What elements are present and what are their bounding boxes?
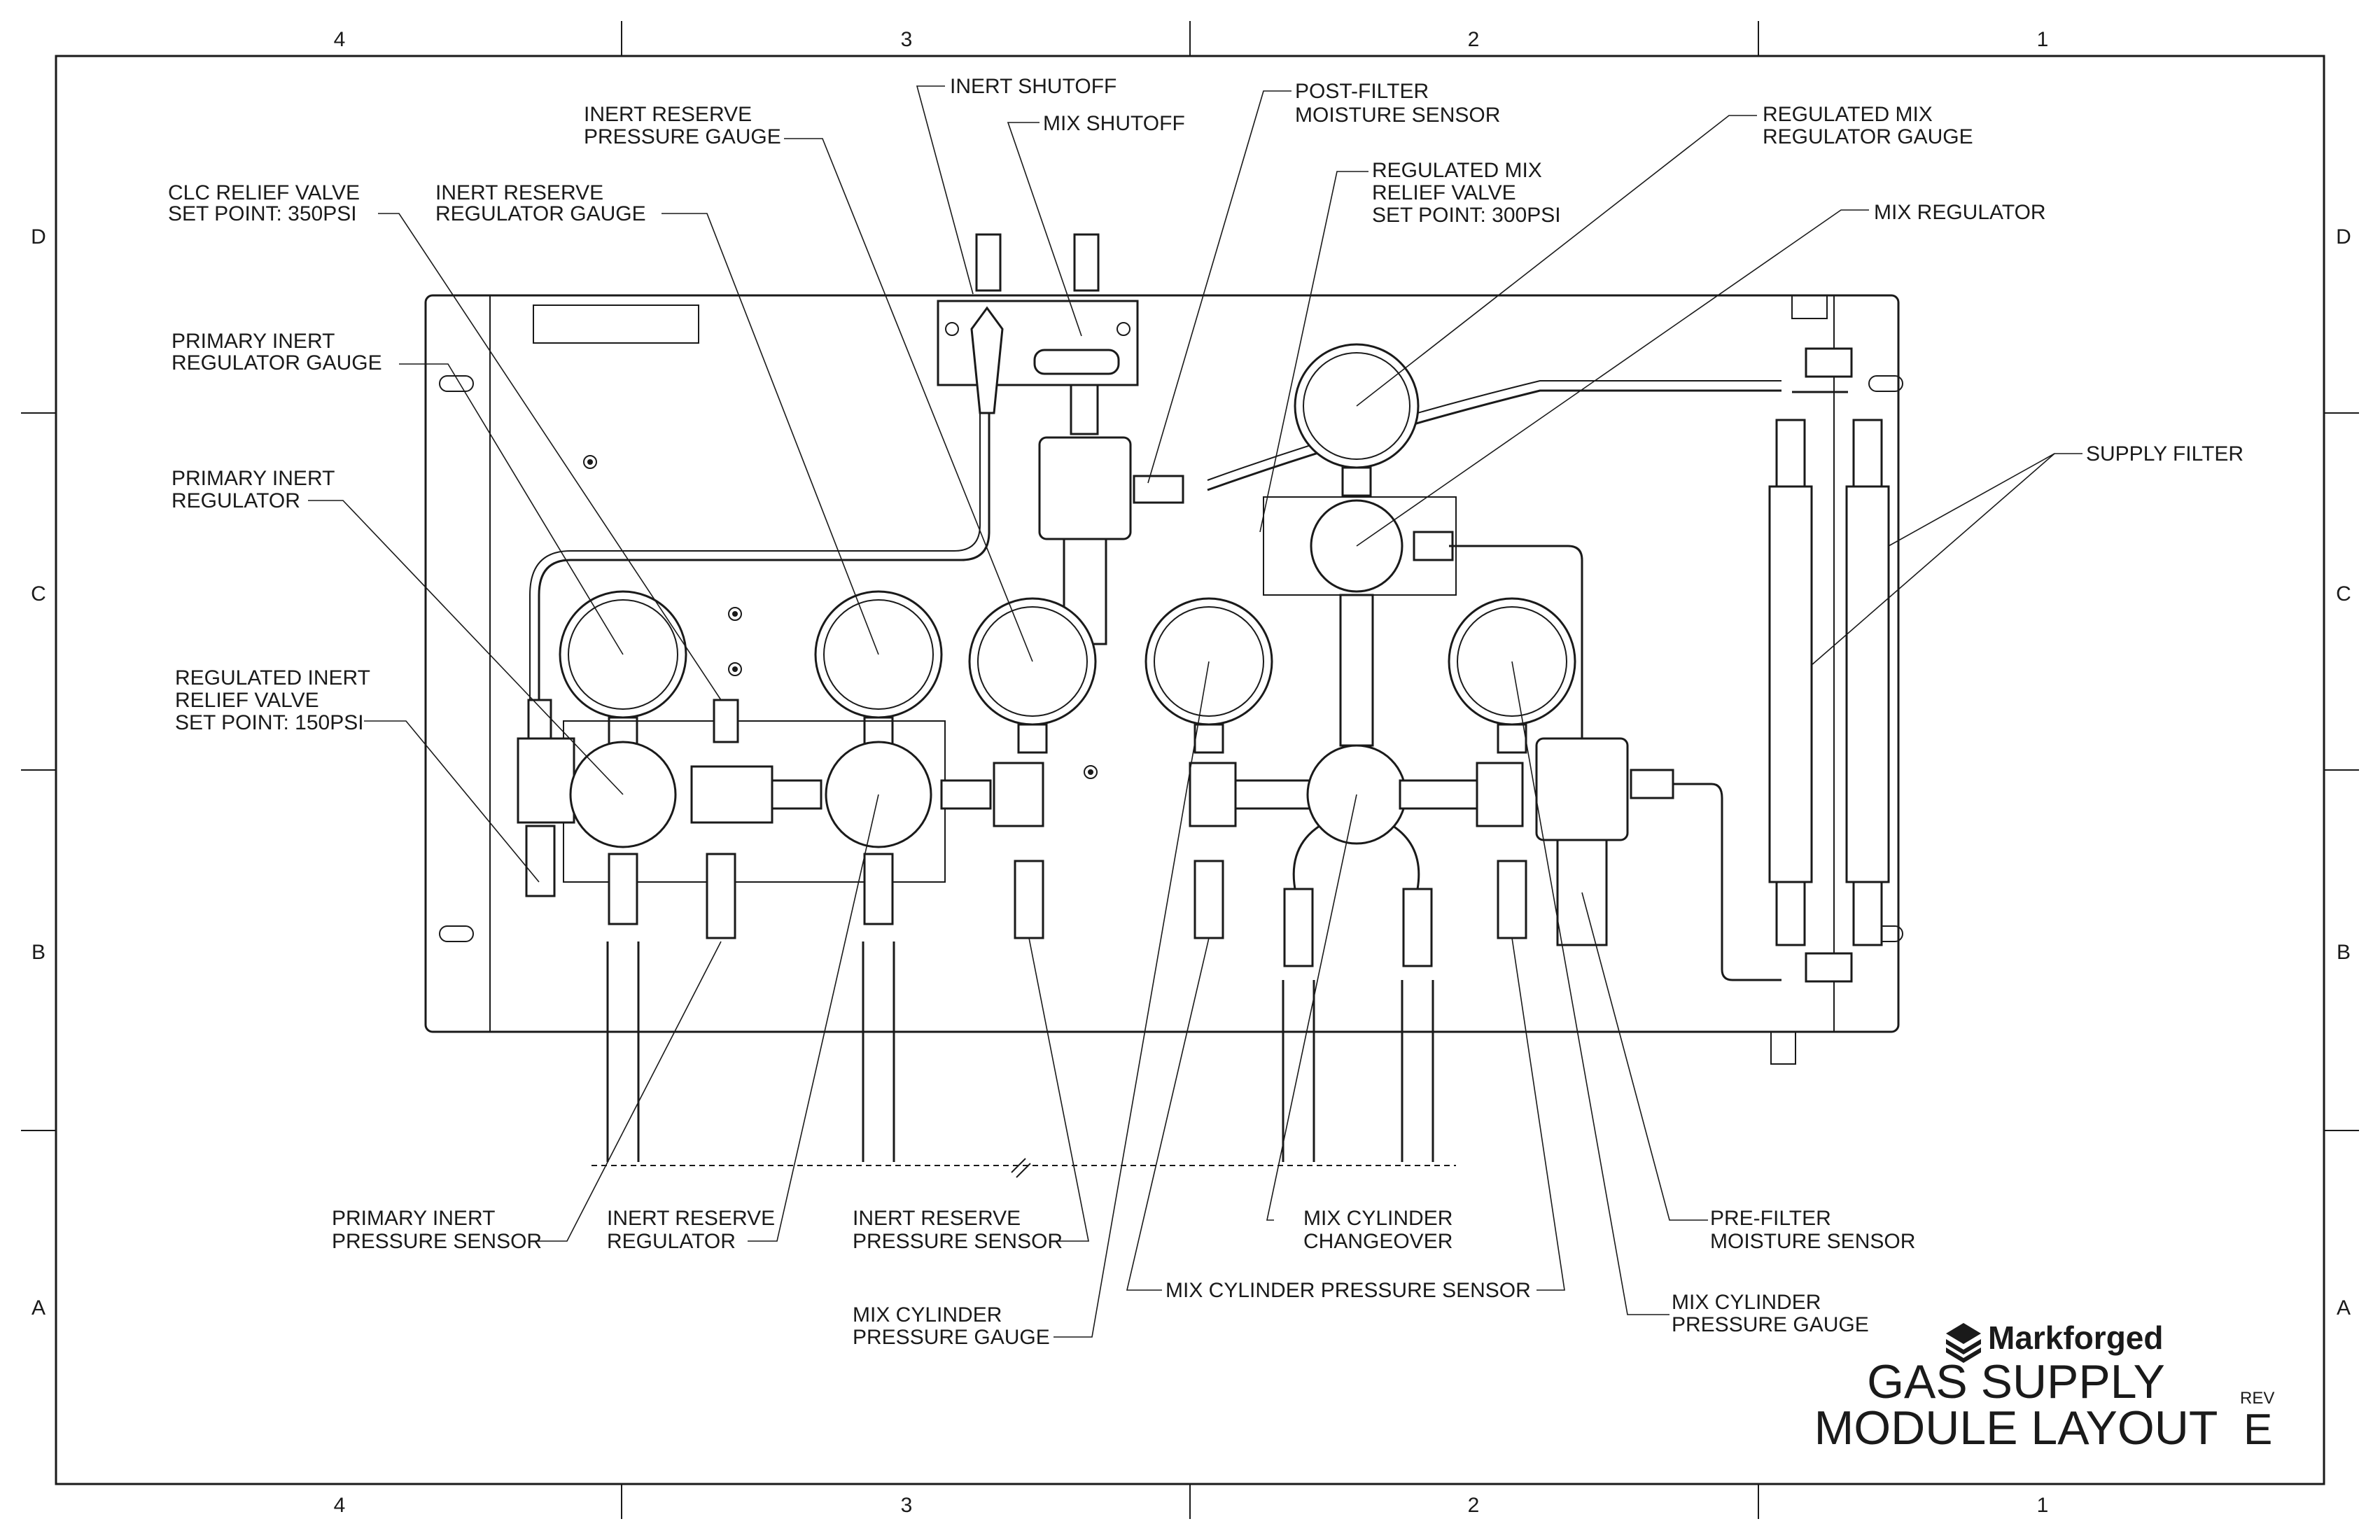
zone-row-label: B — [2337, 941, 2351, 964]
callout-inert-reserve-regulator-line2: REGULATOR — [607, 1230, 736, 1253]
callout-regulated-inert-relief-line3: SET POINT: 150PSI — [175, 711, 364, 734]
callout-regulated-inert-relief-line2: RELIEF VALVE — [175, 689, 319, 712]
callout-regulated-mix-relief-line1: REGULATED MIX — [1372, 159, 1542, 182]
callout-inert-shutoff: INERT SHUTOFF — [950, 75, 1116, 98]
callout-primary-inert-regulator-line2: REGULATOR — [172, 489, 300, 512]
inert-tubing — [529, 406, 990, 700]
callout-primary-inert-regulator-line1: PRIMARY INERT — [172, 467, 335, 490]
callout-supply-filter: SUPPLY FILTER — [2086, 442, 2244, 465]
callout-regulated-mix-relief-line2: RELIEF VALVE — [1372, 181, 1516, 204]
zone-row-label: B — [31, 941, 46, 964]
callout-pre-filter-moisture-line2: MOISTURE SENSOR — [1710, 1230, 1915, 1253]
callout-mix-cylinder-pressure-gauge-right-line1: MIX CYLINDER — [1672, 1291, 1821, 1314]
zone-row-label: C — [31, 582, 46, 606]
callout-post-filter-moisture-line2: MOISTURE SENSOR — [1295, 104, 1500, 127]
zone-col-label: 2 — [1468, 1494, 1480, 1517]
callout-regulated-mix-regulator-gauge-line2: REGULATOR GAUGE — [1763, 125, 1973, 148]
callout-mix-cylinder-pressure-sensor: MIX CYLINDER PRESSURE SENSOR — [1166, 1279, 1531, 1302]
inert-reserve-regulator-gauge — [814, 590, 943, 747]
callout-inert-reserve-pressure-sensor-line2: PRESSURE SENSOR — [853, 1230, 1063, 1253]
mix-cylinder-pressure-gauge-left — [1144, 597, 1273, 754]
callout-mix-cylinder-changeover-line2: CHANGEOVER — [1303, 1230, 1452, 1253]
zone-col-label: 4 — [334, 28, 346, 51]
callout-inert-reserve-regulator-gauge-line2: REGULATOR GAUGE — [435, 202, 646, 225]
callout-inert-reserve-pressure-sensor-line1: INERT RESERVE — [853, 1207, 1021, 1230]
inert-reserve-pressure-gauge — [968, 597, 1097, 754]
mounting-panel — [424, 294, 1903, 1065]
zone-row-label: D — [2336, 225, 2351, 248]
zone-col-label: 2 — [1468, 28, 1480, 51]
leader-lines — [308, 85, 2082, 1338]
zone-row-label: A — [2337, 1296, 2351, 1320]
zone-col-label: 4 — [334, 1494, 346, 1517]
drawing-title-line2: MODULE LAYOUT — [1814, 1401, 2218, 1455]
callout-mix-cylinder-pressure-gauge-right-line2: PRESSURE GAUGE — [1672, 1313, 1869, 1336]
callout-clc-relief-line1: CLC RELIEF VALVE — [168, 181, 360, 204]
inert-regulators — [517, 699, 1044, 897]
callout-mix-cylinder-pressure-gauge-left-line1: MIX CYLINDER — [853, 1303, 1002, 1326]
shutoff-valve-assembly — [937, 233, 1139, 435]
drawing-frame — [21, 21, 2359, 1519]
markforged-logo-icon — [1946, 1323, 1981, 1363]
callout-regulated-mix-regulator-gauge-line1: REGULATED MIX — [1763, 103, 1933, 126]
callout-primary-inert-regulator-gauge-line1: PRIMARY INERT — [172, 330, 335, 353]
primary-inert-regulator-gauge — [559, 590, 687, 747]
zone-col-label: 1 — [2037, 1494, 2049, 1517]
zone-row-label: D — [31, 225, 46, 248]
callout-labels: CLC RELIEF VALVE SET POINT: 350PSI INERT… — [168, 75, 2244, 1349]
callout-inert-reserve-pressure-gauge-line1: INERT RESERVE — [584, 103, 752, 126]
drawing-title-line1: GAS SUPPLY — [1867, 1355, 2165, 1408]
callout-mix-cylinder-changeover-line1: MIX CYLINDER — [1303, 1207, 1452, 1230]
callout-primary-inert-pressure-sensor-line2: PRESSURE SENSOR — [332, 1230, 542, 1253]
callout-mix-regulator: MIX REGULATOR — [1874, 201, 2046, 224]
callout-mix-shutoff: MIX SHUTOFF — [1043, 112, 1185, 135]
mix-manifold — [1189, 496, 1524, 890]
zone-col-label: 3 — [901, 28, 913, 51]
callout-inert-reserve-regulator-line1: INERT RESERVE — [607, 1207, 775, 1230]
title-block: Markforged GAS SUPPLY MODULE LAYOUT REV … — [1814, 1320, 2275, 1455]
revision-label: REV — [2240, 1389, 2274, 1408]
brand-name: Markforged — [1988, 1320, 2163, 1356]
zone-labels: 4 3 2 1 4 3 2 1 D C B A D C B A — [31, 28, 2351, 1517]
zone-row-label: A — [31, 1296, 46, 1320]
callout-inert-reserve-pressure-gauge-line2: PRESSURE GAUGE — [584, 125, 781, 148]
callout-pre-filter-moisture-line1: PRE-FILTER — [1710, 1207, 1831, 1230]
callout-primary-inert-pressure-sensor-line1: PRIMARY INERT — [332, 1207, 495, 1230]
revision-value: E — [2244, 1406, 2272, 1454]
zone-col-label: 3 — [901, 1494, 913, 1517]
regulated-mix-regulator-gauge — [1294, 343, 1420, 497]
mix-cylinder-pressure-gauge-right — [1448, 597, 1576, 754]
callout-regulated-inert-relief-line1: REGULATED INERT — [175, 666, 370, 690]
supply-filters — [1768, 347, 1890, 983]
callout-post-filter-moisture-line1: POST-FILTER — [1295, 80, 1429, 103]
callout-inert-reserve-regulator-gauge-line1: INERT RESERVE — [435, 181, 603, 204]
callout-regulated-mix-relief-line3: SET POINT: 300PSI — [1372, 204, 1561, 227]
zone-row-label: C — [2336, 582, 2351, 606]
callout-clc-relief-line2: SET POINT: 350PSI — [168, 202, 357, 225]
callout-primary-inert-regulator-gauge-line2: REGULATOR GAUGE — [172, 351, 382, 374]
zone-col-label: 1 — [2037, 28, 2049, 51]
callout-mix-cylinder-pressure-gauge-left-line2: PRESSURE GAUGE — [853, 1326, 1050, 1349]
lower-fittings — [608, 853, 1527, 967]
supply-hoses — [592, 941, 1456, 1178]
